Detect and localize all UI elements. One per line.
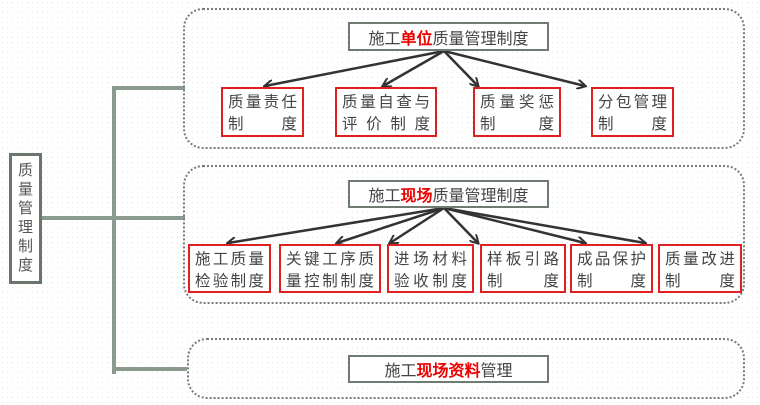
- arrow: [265, 49, 445, 86]
- title-prefix: 施工: [384, 361, 417, 380]
- node-line1: 质量责任: [228, 93, 297, 111]
- node-material-acceptance: 进场材料 验收制度: [387, 244, 474, 293]
- title-prefix: 施工: [368, 186, 401, 205]
- node-line2: 制度: [480, 115, 554, 133]
- arrow: [443, 50, 478, 86]
- node-line2: 制度: [577, 272, 646, 290]
- arrow: [443, 207, 478, 243]
- node-line2: 制度: [487, 272, 559, 290]
- arrow: [228, 206, 445, 243]
- title-highlight: 现场: [400, 186, 433, 205]
- group-unit: [183, 8, 745, 149]
- node-line1: 进场材料: [394, 250, 467, 268]
- node-self-inspection: 质量自查与 评价制度: [335, 87, 437, 137]
- title-highlight: 单位: [400, 28, 433, 48]
- node-line2: 制度: [598, 115, 667, 133]
- node-sample-guide: 样板引路 制度: [480, 244, 566, 293]
- node-product-protection: 成品保护 制度: [570, 244, 653, 293]
- node-quality-improvement: 质量改进 制度: [658, 244, 742, 293]
- arrow: [390, 206, 445, 243]
- node-construction-inspection: 施工质量 检验制度: [188, 244, 271, 293]
- title-suffix: 管理: [480, 361, 513, 380]
- node-line1: 质量自查与: [342, 93, 430, 111]
- node-line1: 关键工序质: [286, 250, 374, 268]
- title-unit-quality: 施工单位质量管理制度: [348, 22, 549, 51]
- arrow: [443, 49, 585, 86]
- node-line2: 评价制度: [342, 115, 430, 133]
- node-line1: 质量奖惩: [480, 93, 554, 111]
- title-site-records: 施工现场资料管理: [348, 355, 549, 383]
- arrow: [383, 49, 445, 86]
- node-line1: 施工质量: [195, 250, 264, 268]
- node-line2: 量控制制度: [286, 272, 374, 290]
- node-line1: 成品保护: [577, 250, 646, 268]
- root-node: 质量管理制度: [9, 153, 42, 284]
- title-site-quality: 施工现场质量管理制度: [348, 180, 549, 208]
- node-line2: 验收制度: [394, 272, 467, 290]
- arrow: [337, 206, 445, 243]
- node-reward-penalty: 质量奖惩 制度: [473, 87, 561, 137]
- node-quality-responsibility: 质量责任 制度: [221, 87, 304, 137]
- title-prefix: 施工: [368, 28, 401, 48]
- arrow: [443, 206, 645, 243]
- node-key-process: 关键工序质 量控制制度: [279, 244, 381, 293]
- node-line2: 检验制度: [195, 272, 264, 290]
- group-site: [183, 165, 745, 304]
- title-suffix: 质量管理制度: [432, 186, 529, 205]
- node-line1: 分包管理: [598, 93, 667, 111]
- node-line2: 制度: [665, 272, 735, 290]
- title-suffix: 质量管理制度: [432, 28, 529, 48]
- group-records: [187, 338, 745, 399]
- node-subcontract: 分包管理 制度: [591, 87, 674, 137]
- node-line1: 质量改进: [665, 250, 735, 268]
- node-line1: 样板引路: [487, 250, 559, 268]
- title-highlight: 现场资料: [416, 361, 481, 380]
- node-line2: 制度: [228, 115, 297, 133]
- arrow: [443, 206, 585, 243]
